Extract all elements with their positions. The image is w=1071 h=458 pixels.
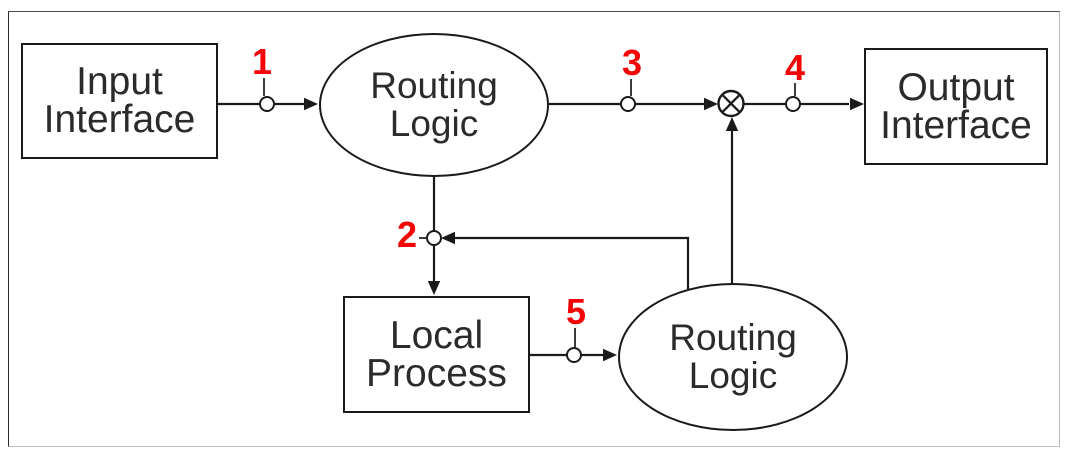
node-label-line: Process bbox=[366, 351, 507, 395]
measure-point-4 bbox=[785, 96, 801, 112]
node-label-line: Routing bbox=[669, 317, 797, 358]
node-label-line: Input bbox=[76, 60, 163, 103]
diagram-frame-border bbox=[8, 11, 1060, 447]
reference-point-label-4: 4 bbox=[784, 47, 806, 88]
reference-point-label-2: 2 bbox=[396, 214, 418, 255]
arrowhead-into-output bbox=[850, 97, 864, 111]
node-routing-logic-bottom: Routing Logic bbox=[618, 283, 848, 431]
arrowhead-into-routing-bottom bbox=[603, 348, 617, 362]
arrowhead-into-point-2 bbox=[441, 231, 455, 245]
node-local-process: Local Process bbox=[343, 296, 530, 413]
measure-point-5 bbox=[566, 347, 582, 363]
node-routing-logic-top: Routing Logic bbox=[319, 33, 549, 177]
node-label-line: Logic bbox=[688, 355, 778, 396]
measure-point-3 bbox=[620, 96, 636, 112]
node-label-line: Interface bbox=[880, 103, 1032, 147]
arrowhead-into-merge-bottom bbox=[725, 117, 739, 131]
measure-point-2 bbox=[426, 230, 442, 246]
node-label-line: Local bbox=[389, 313, 484, 357]
node-output-interface: Output Interface bbox=[864, 48, 1048, 165]
otimes-cross bbox=[721, 93, 741, 114]
merge-otimes-icon bbox=[717, 89, 745, 118]
reference-point-label-5: 5 bbox=[565, 291, 587, 332]
reference-point-label-1: 1 bbox=[251, 41, 273, 82]
arrowhead-into-routing-top bbox=[304, 97, 318, 111]
edge-routing-bottom-feedback-to-point-2 bbox=[455, 236, 690, 289]
arrowhead-into-merge-left bbox=[704, 97, 718, 111]
node-label-line: Interface bbox=[43, 98, 196, 141]
node-label-line: Routing bbox=[370, 65, 498, 106]
reference-point-label-3: 3 bbox=[621, 42, 643, 83]
measure-point-1 bbox=[259, 96, 275, 112]
node-label-line: Logic bbox=[389, 103, 479, 144]
node-input-interface: Input Interface bbox=[21, 43, 218, 159]
node-label-line: Output bbox=[897, 65, 1015, 109]
arrowhead-into-local-process bbox=[427, 281, 441, 295]
